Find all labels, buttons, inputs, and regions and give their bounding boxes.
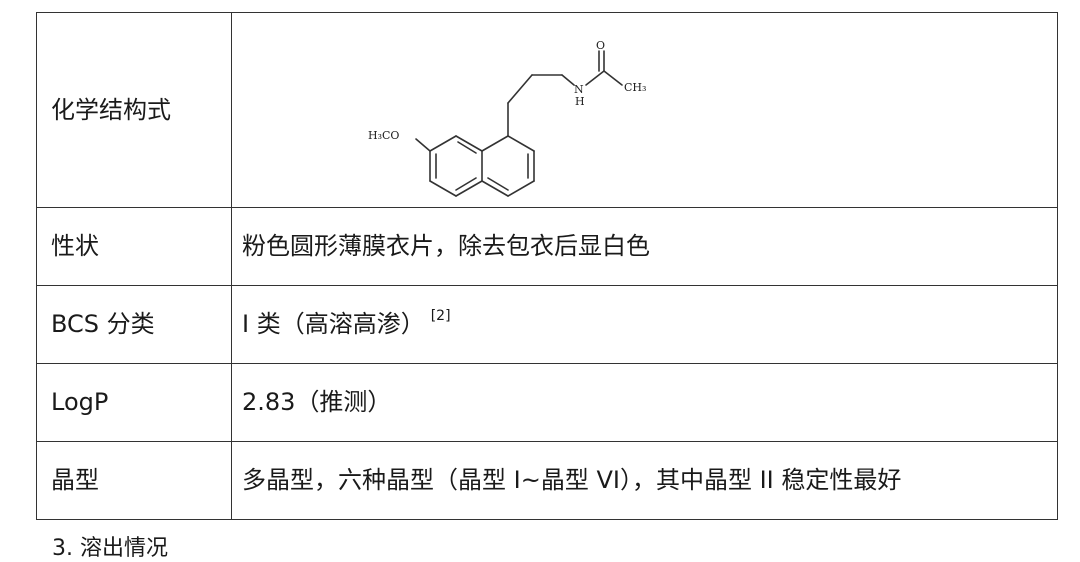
label-crystal: 晶型 [36, 441, 232, 520]
value-crystal: 多晶型，六种晶型（晶型 I~晶型 VI），其中晶型 II 稳定性最好 [231, 441, 1058, 520]
properties-table: 化学结构式 [36, 12, 1058, 520]
value-logp: 2.83（推测） [231, 363, 1058, 442]
structure-cell: H₃CO O N H CH₃ [231, 12, 1058, 208]
methyl-label: CH₃ [624, 81, 646, 94]
value-appearance: 粉色圆形薄膜衣片，除去包衣后显白色 [231, 207, 1058, 286]
row-structure: 化学结构式 [36, 12, 1058, 208]
label-logp: LogP [36, 363, 232, 442]
value-bcs-cell: I 类（高溶高渗） [2] [231, 285, 1058, 364]
label-bcs: BCS 分类 [36, 285, 232, 364]
label-appearance: 性状 [36, 207, 232, 286]
row-logp: LogP 2.83（推测） [36, 363, 1058, 442]
chemical-structure-diagram: H₃CO O N H CH₃ [368, 39, 646, 197]
reference-marker: [2] [430, 308, 451, 325]
oxygen-label: O [596, 39, 605, 52]
row-appearance: 性状 粉色圆形薄膜衣片，除去包衣后显白色 [36, 207, 1058, 286]
hydrogen-label: H [575, 95, 585, 108]
label-structure: 化学结构式 [36, 12, 232, 208]
row-bcs: BCS 分类 I 类（高溶高渗） [2] [36, 285, 1058, 364]
section-heading: 3. 溶出情况 [52, 536, 168, 561]
methoxy-label: H₃CO [368, 129, 399, 142]
nitrogen-label: N [574, 83, 584, 96]
value-bcs: I 类（高溶高渗） [242, 310, 425, 339]
row-crystal: 晶型 多晶型，六种晶型（晶型 I~晶型 VI），其中晶型 II 稳定性最好 [36, 441, 1058, 520]
